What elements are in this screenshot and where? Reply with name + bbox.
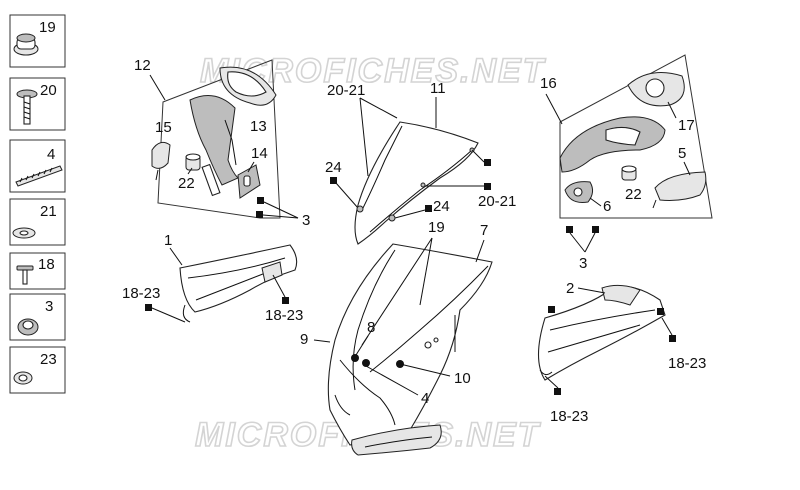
ring-icon: [13, 371, 33, 385]
windscreen[interactable]: [354, 121, 479, 245]
ref-marker: [484, 183, 491, 190]
callout-10: 10: [454, 370, 471, 387]
left-side-panel[interactable]: [179, 244, 298, 323]
ref-dot: [351, 354, 359, 362]
legend-column: 19 20 4: [9, 14, 66, 394]
callout-22-right: 22: [625, 186, 642, 203]
legend-item-21[interactable]: 21: [9, 198, 66, 246]
ref-marker: [657, 308, 664, 315]
ref-dot: [362, 359, 370, 367]
legend-number-21: 21: [40, 203, 57, 220]
right-side-panel-assembly: 2 18-23 18-23: [538, 280, 706, 425]
left-mirror-frame: [157, 59, 281, 219]
left-mirror-gasket[interactable]: [237, 164, 261, 199]
callout-22-left: 22: [178, 175, 195, 192]
legend-number-4: 4: [47, 146, 55, 163]
callout-14: 14: [251, 145, 268, 162]
ref-marker: [548, 306, 555, 313]
callout-4-fairing: 4: [421, 390, 429, 407]
ref-marker: [257, 197, 264, 204]
callout-24-a: 24: [325, 159, 342, 176]
callout-2: 2: [566, 280, 574, 297]
left-mirror-bolt[interactable]: [185, 153, 201, 171]
callout-18-23-right: 18-23: [668, 355, 706, 372]
right-mirror-housing[interactable]: [559, 116, 666, 173]
callout-9: 9: [300, 331, 308, 348]
legend-number-19: 19: [39, 19, 56, 36]
ref-marker: [330, 177, 337, 184]
left-mirror-cover[interactable]: [151, 141, 171, 181]
callout-18-23-center: 18-23: [265, 307, 303, 324]
callout-1: 1: [164, 232, 172, 249]
legend-item-3[interactable]: 3: [9, 293, 66, 341]
windscreen-assembly: 20-21 11 24 24 20-21: [325, 80, 516, 245]
washer-icon: [12, 227, 36, 239]
callout-18-23-bottom: 18-23: [550, 408, 588, 425]
ref-marker: [484, 159, 491, 166]
nut-icon: [17, 318, 39, 336]
right-mirror-glass[interactable]: [627, 72, 685, 107]
callout-13: 13: [250, 118, 267, 135]
callout-15: 15: [155, 119, 172, 136]
legend-number-3: 3: [45, 298, 53, 315]
ref-marker: [554, 388, 561, 395]
ref-marker: [592, 226, 599, 233]
callout-6: 6: [603, 198, 611, 215]
callout-8: 8: [367, 319, 375, 336]
callout-17: 17: [678, 117, 695, 134]
grommet-icon: [13, 33, 39, 56]
screw-icon: [16, 89, 38, 125]
callout-3-left: 3: [302, 212, 310, 229]
callout-5: 5: [678, 145, 686, 162]
right-mirror-gasket[interactable]: [564, 181, 594, 203]
callout-3-right: 3: [579, 255, 587, 272]
right-mirror-assembly: 16 17 5 6 22 3: [540, 54, 713, 272]
left-mirror-glass[interactable]: [219, 66, 277, 106]
callout-20-21-side: 20-21: [478, 193, 516, 210]
left-side-panel-assembly: 1 18-23 18-23: [122, 232, 303, 324]
right-mirror-cover[interactable]: [652, 171, 707, 209]
front-fairing-assembly: 19 7 9 8 10 4: [300, 219, 493, 456]
legend-number-20: 20: [40, 82, 57, 99]
callout-20-21-top: 20-21: [327, 82, 365, 99]
callout-12: 12: [134, 57, 151, 74]
legend-number-18: 18: [38, 256, 55, 273]
ref-marker: [425, 205, 432, 212]
ref-marker: [256, 211, 263, 218]
ref-marker: [282, 297, 289, 304]
legend-item-4[interactable]: 4: [9, 139, 66, 193]
right-mirror-bolt[interactable]: [621, 165, 637, 181]
front-fairing-lower-lip[interactable]: [351, 424, 442, 456]
callout-19: 19: [428, 219, 445, 236]
rivet-icon: [16, 265, 34, 285]
front-fairing[interactable]: [327, 243, 493, 446]
callout-16: 16: [540, 75, 557, 92]
callout-11: 11: [430, 80, 446, 97]
ref-marker: [145, 304, 152, 311]
legend-item-23[interactable]: 23: [9, 346, 66, 394]
legend-item-19[interactable]: 19: [9, 14, 66, 68]
seal-strip-icon: [15, 165, 63, 187]
legend-item-18[interactable]: 18: [9, 252, 66, 290]
callout-7: 7: [480, 222, 488, 239]
right-side-panel[interactable]: [538, 284, 666, 381]
callout-24-b: 24: [433, 198, 450, 215]
ref-marker: [566, 226, 573, 233]
legend-item-20[interactable]: 20: [9, 77, 66, 131]
ref-marker: [669, 335, 676, 342]
legend-number-23: 23: [40, 351, 57, 368]
callout-18-23-left: 18-23: [122, 285, 160, 302]
left-mirror-housing[interactable]: [189, 95, 239, 186]
left-mirror-assembly: 12 13 15 14 22 3: [134, 57, 310, 229]
